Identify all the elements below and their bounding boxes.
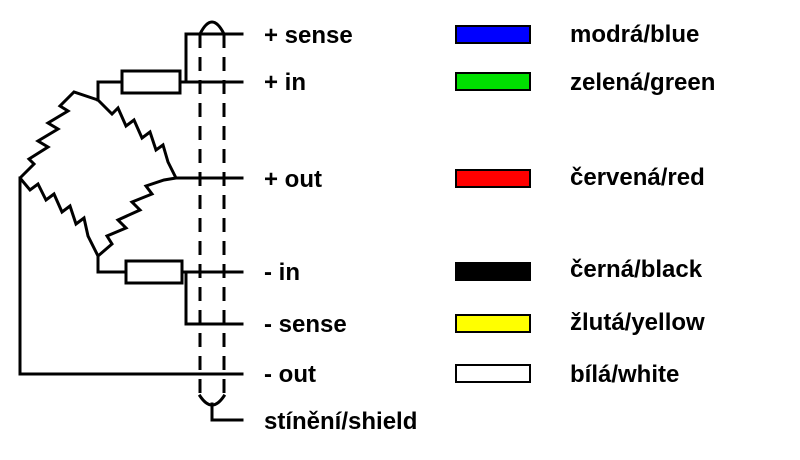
color-label-red: červená/red: [570, 164, 705, 191]
swatch-blue: [455, 25, 531, 44]
shield-top-arc: [197, 20, 227, 37]
wire-plus-sense: [184, 32, 244, 84]
color-label-yellow: žlutá/yellow: [570, 309, 705, 336]
strain-gauge-bottom-left: [18, 177, 100, 257]
color-swatches: [455, 25, 531, 383]
color-label-green: zelená/green: [570, 69, 715, 96]
wire-top-node: [96, 80, 124, 102]
terminal-label-minus-in: - in: [264, 259, 300, 286]
strain-gauge-top-left: [18, 90, 99, 180]
swatch-green: [455, 72, 531, 91]
cable-shield: [197, 20, 244, 422]
terminal-label-plus-sense: + sense: [264, 22, 353, 49]
color-labels: modrá/blue zelená/green červená/red čern…: [570, 21, 715, 388]
strain-gauge-top-right: [96, 98, 178, 179]
strain-gauge-bottom-right: [97, 176, 177, 258]
swatch-white: [455, 364, 531, 383]
swatch-black: [455, 262, 531, 281]
resistor-plus-in: [120, 69, 182, 95]
terminal-label-plus-out: + out: [264, 166, 322, 193]
swatch-yellow: [455, 314, 531, 333]
terminal-labels: + sense + in + out - in - sense - out st…: [264, 22, 417, 435]
resistor-minus-in: [124, 259, 184, 285]
wire-bottom-node: [96, 254, 128, 274]
color-label-black: černá/black: [570, 256, 703, 283]
terminal-label-minus-sense: - sense: [264, 311, 347, 338]
wire-minus-sense: [184, 270, 244, 326]
shield-label: stínění/shield: [264, 408, 417, 435]
wheatstone-bridge: [18, 32, 244, 376]
terminal-label-minus-out: - out: [264, 361, 316, 388]
swatch-red: [455, 169, 531, 188]
color-label-white: bílá/white: [570, 361, 679, 388]
shield-drain-wire: [210, 402, 244, 422]
terminal-label-plus-in: + in: [264, 69, 306, 96]
wire-minus-out: [18, 176, 244, 376]
color-label-blue: modrá/blue: [570, 21, 699, 48]
